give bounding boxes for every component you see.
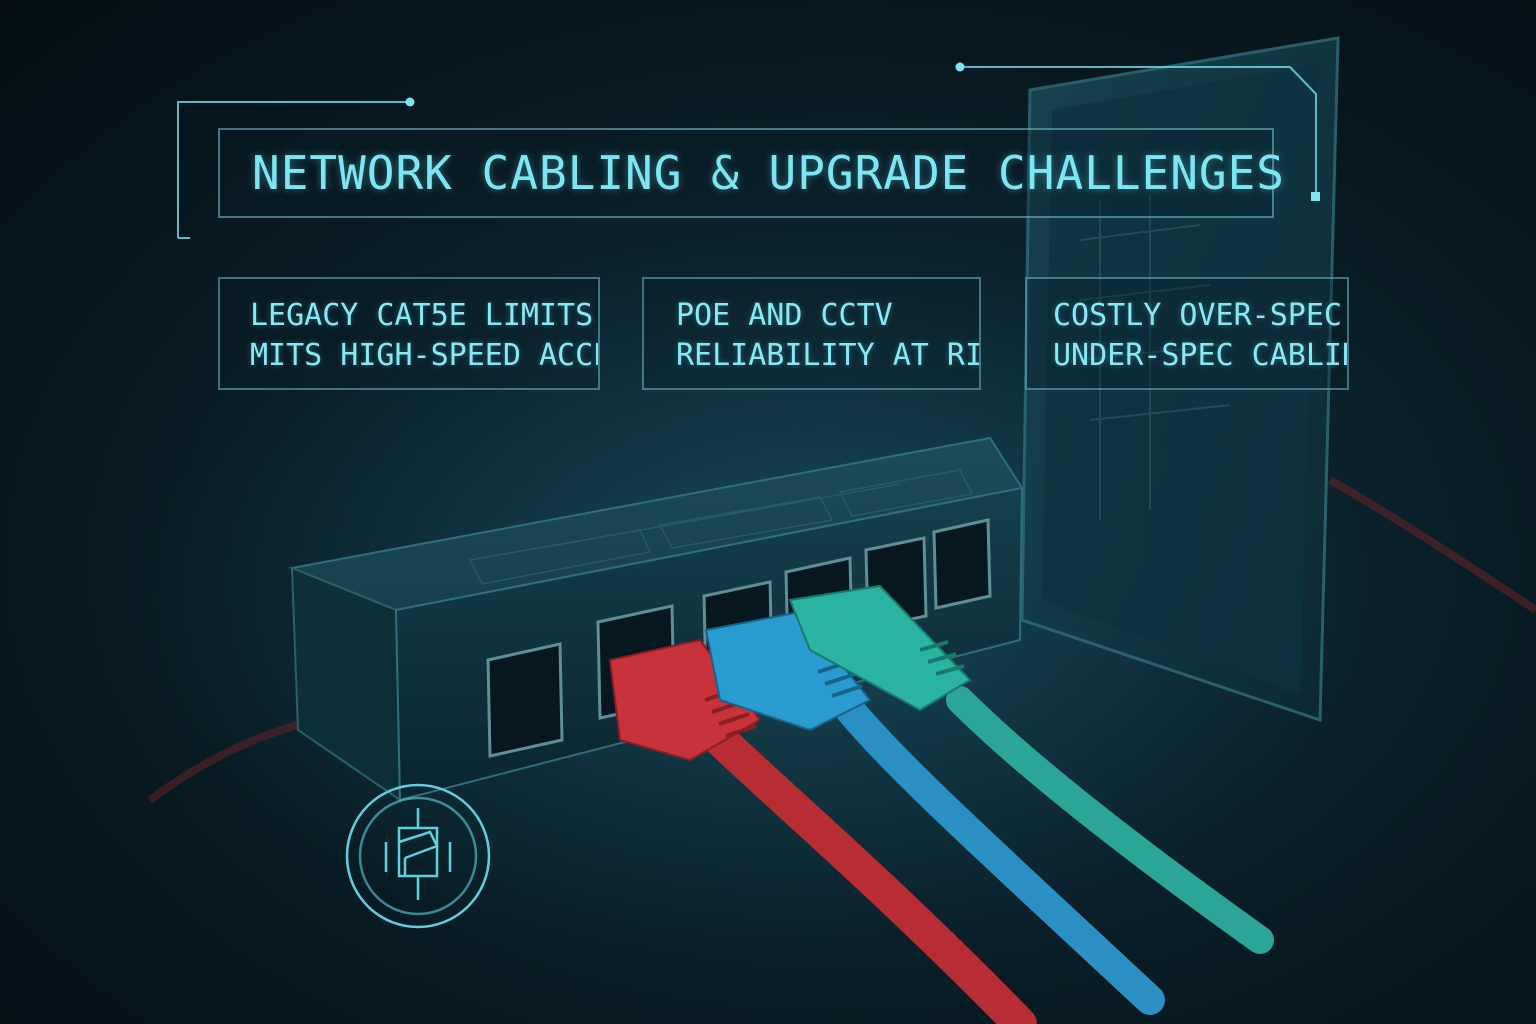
challenge-card-poe-cctv: POE AND CCTV RELIABILITY AT RISK [642, 277, 981, 390]
server-panel [1020, 36, 1340, 723]
challenge-card-legacy-cat5e: LEGACY CAT5E LIMITS MITS HIGH-SPEED ACCE… [218, 277, 600, 390]
blue-ethernet-cable [704, 610, 1165, 1015]
challenge-card-cabling-spec: COSTLY OVER-SPEC UNDER-SPEC CABLING [1025, 277, 1349, 390]
card-line: COSTLY OVER-SPEC [1053, 298, 1342, 333]
network-switch-icon [345, 783, 491, 929]
card-line: POE AND CCTV [676, 298, 893, 333]
page-title: NETWORK CABLING & UPGRADE CHALLENGES [252, 146, 1285, 200]
card-line: MITS HIGH-SPEED ACCES [250, 338, 600, 373]
card-line: LEGACY CAT5E LIMITS [250, 298, 594, 333]
green-ethernet-cable [788, 584, 1274, 954]
card-line: RELIABILITY AT RISK [676, 338, 981, 373]
hud-frame-lines [177, 66, 1317, 239]
card-line: UNDER-SPEC CABLING [1053, 338, 1349, 373]
title-panel: NETWORK CABLING & UPGRADE CHALLENGES [218, 128, 1284, 218]
